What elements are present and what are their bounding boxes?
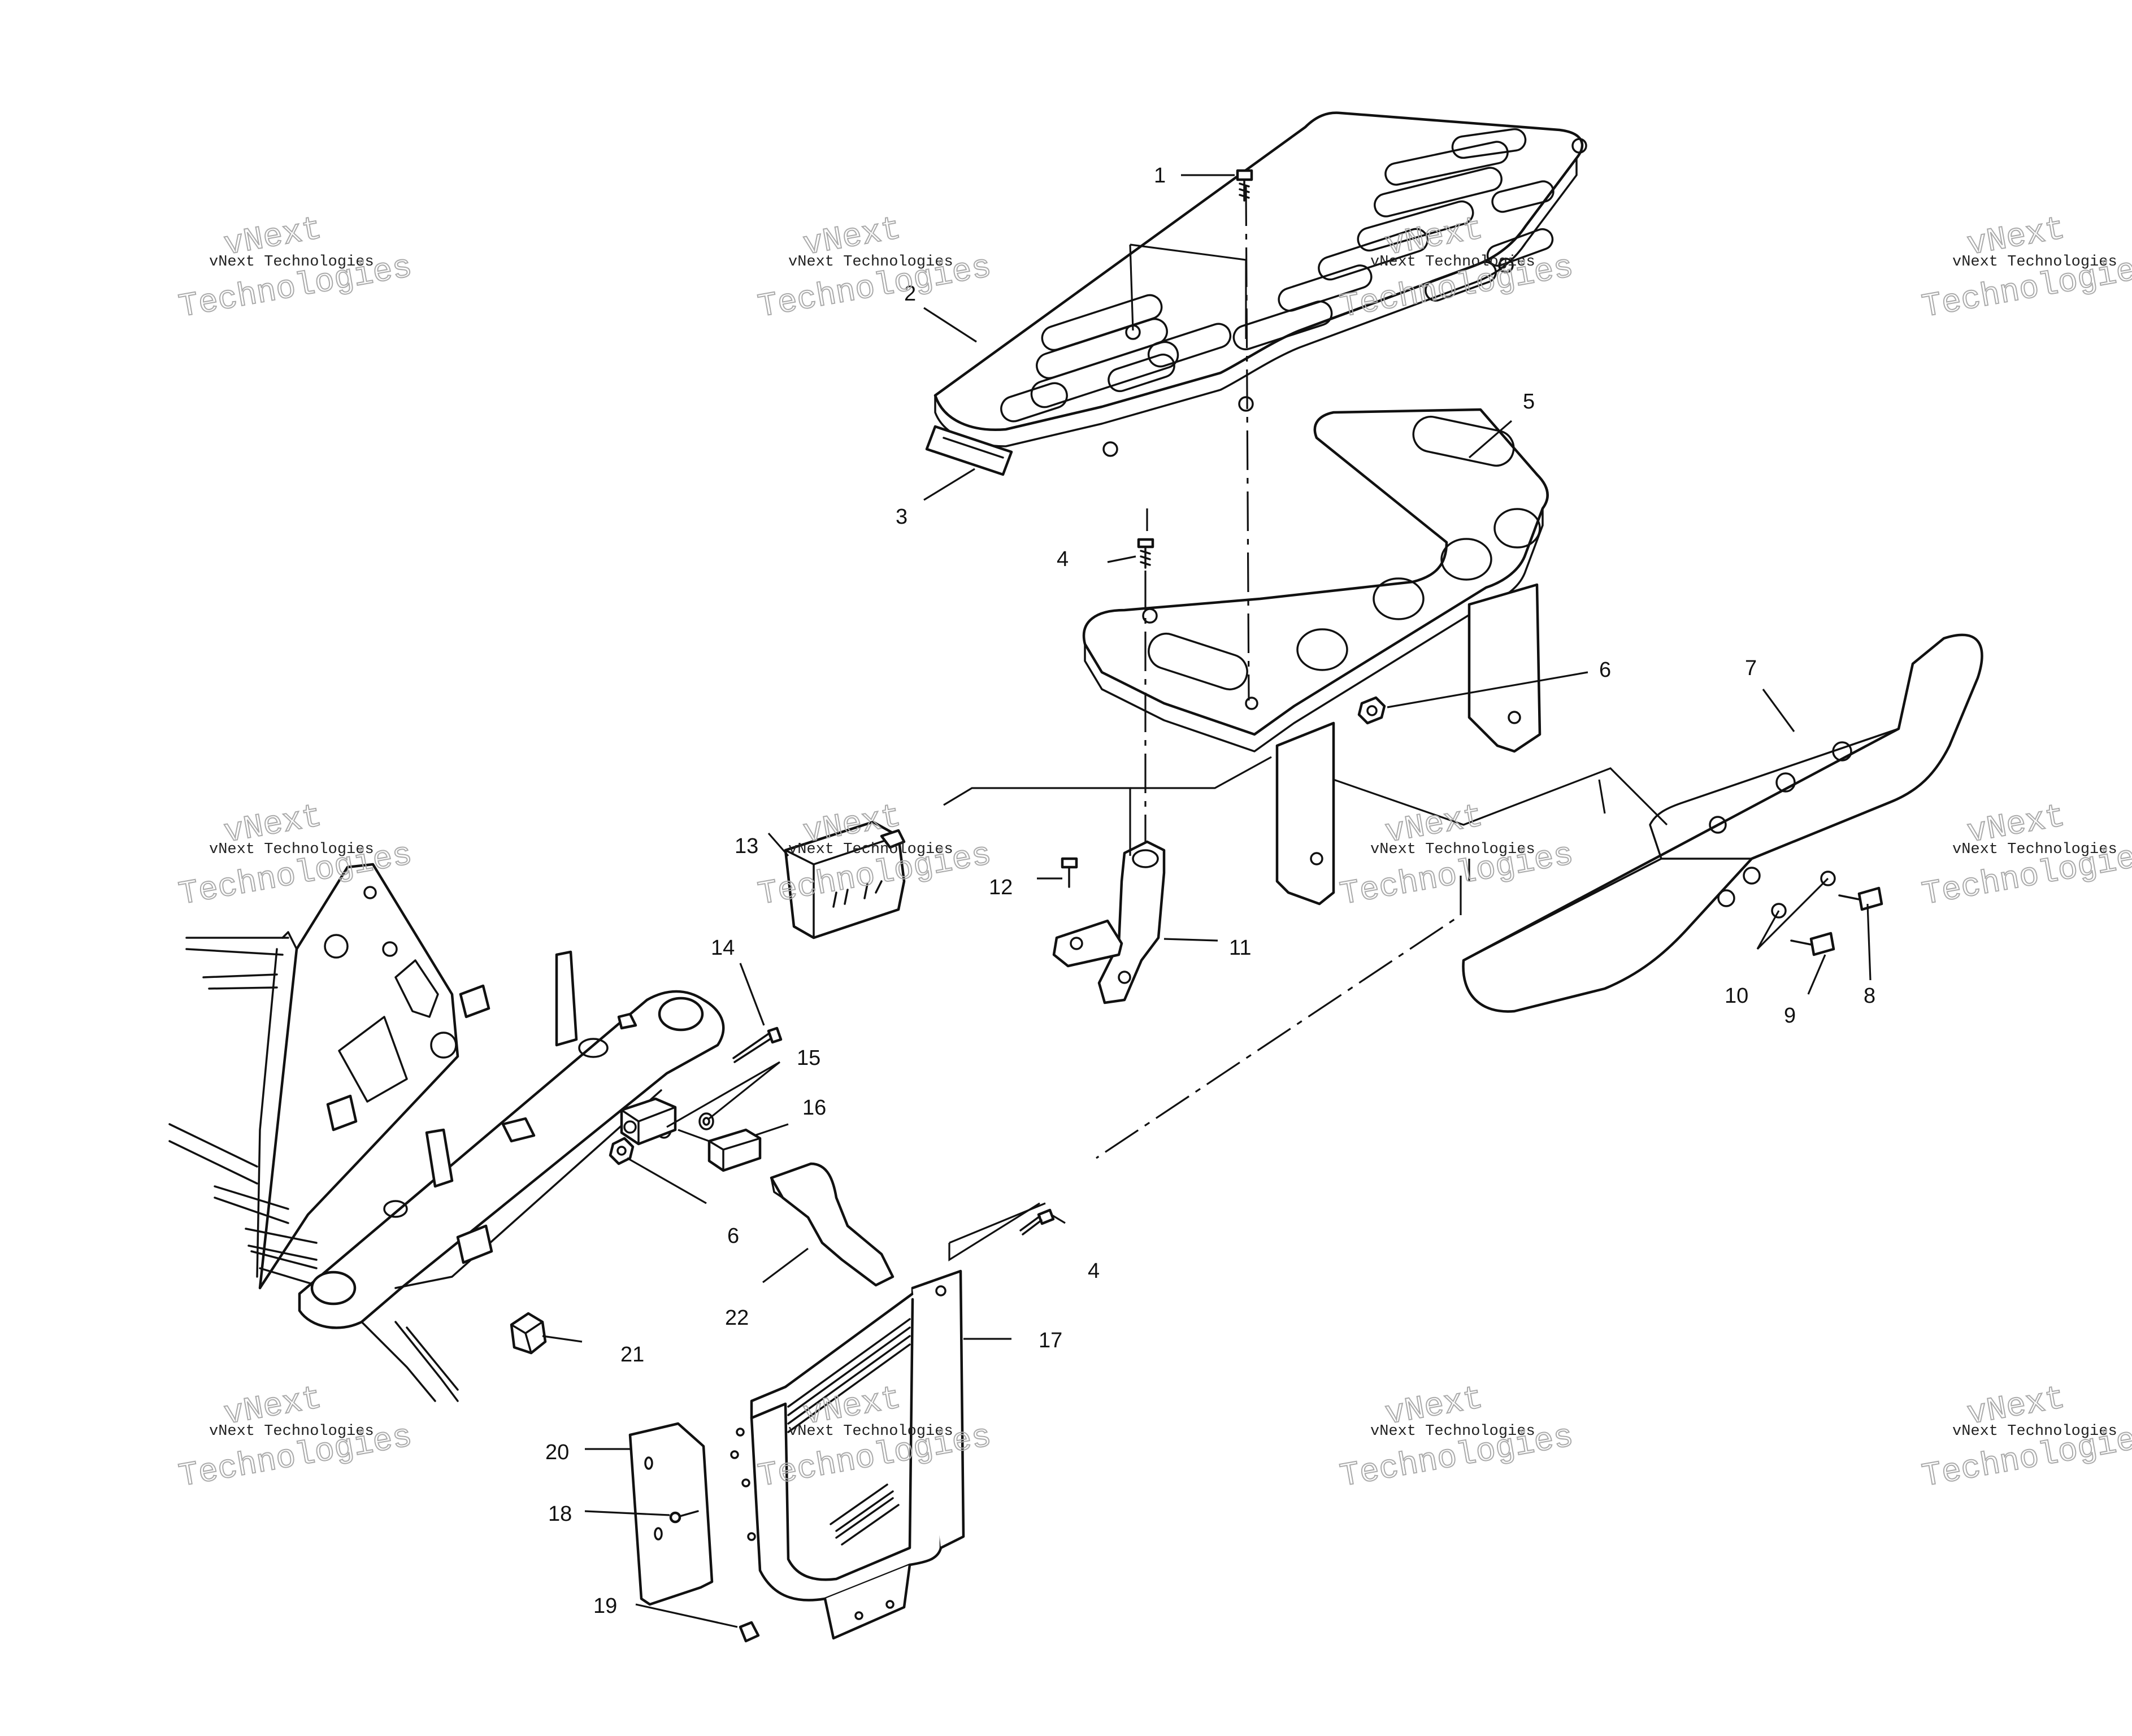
rear-bumper (1462, 633, 1983, 1013)
callout-5: 5 (1523, 390, 1535, 414)
callout-14: 14 (711, 936, 735, 960)
callout-leaders (542, 174, 1872, 1628)
svg-text:vNext Technologies: vNext Technologies (788, 841, 953, 858)
callout-4-bottom: 4 (1088, 1259, 1100, 1283)
flap-screw-4 (1019, 1208, 1055, 1235)
svg-text:vNext Technologies: vNext Technologies (788, 254, 953, 271)
frame-bumper-plug (510, 1312, 547, 1355)
vehicle-frame (168, 863, 725, 1402)
reflector (925, 425, 1013, 476)
watermark-9: vNext vNext Technologies Technologies (176, 1380, 416, 1496)
callout-20: 20 (545, 1441, 569, 1464)
rack-screw-1 (1236, 169, 1253, 202)
svg-text:vNext Technologies: vNext Technologies (788, 1423, 953, 1440)
callout-18: 18 (548, 1502, 572, 1526)
mud-flap (750, 1269, 965, 1640)
callout-6-left: 6 (727, 1224, 739, 1248)
hitch-tube (770, 1162, 895, 1287)
callout-3: 3 (896, 505, 907, 529)
callout-11: 11 (1229, 936, 1251, 960)
callout-1: 1 (1154, 164, 1166, 188)
svg-text:vNext Technologies: vNext Technologies (1952, 254, 2117, 271)
bumper-bolts (1771, 871, 1883, 956)
watermark-11: vNext vNext Technologies Technologies (1337, 1380, 1577, 1496)
svg-text:vNext Technologies: vNext Technologies (209, 841, 374, 858)
hitch-nut (609, 1137, 635, 1165)
callout-17: 17 (1039, 1329, 1062, 1352)
rack-nut (1357, 696, 1386, 725)
callout-6-right: 6 (1599, 658, 1611, 682)
svg-text:vNext Technologies: vNext Technologies (209, 254, 374, 271)
hitch-bracket (1052, 840, 1166, 1004)
bracket-bolt (1061, 857, 1078, 888)
svg-text:vNext Technologies: vNext Technologies (1370, 841, 1535, 858)
watermark-10: vNext vNext Technologies Technologies (755, 1380, 995, 1496)
callout-9: 9 (1784, 1004, 1796, 1028)
svg-text:vNext Technologies: vNext Technologies (1952, 841, 2117, 858)
callout-7: 7 (1745, 656, 1757, 680)
assembly-lines (678, 186, 1668, 1261)
watermark-7: vNext vNext Technologies Technologies (1337, 798, 1577, 914)
hitch-bolt (732, 1026, 783, 1063)
callout-15: 15 (797, 1046, 820, 1070)
svg-text:vNext Technologies: vNext Technologies (1370, 254, 1535, 271)
callout-12: 12 (989, 876, 1013, 899)
callout-labels: 1 2 3 4 4 5 6 6 7 8 9 10 11 12 13 14 15 … (545, 164, 1875, 1618)
watermark-12: vNext vNext Technologies Technologies (1919, 1380, 2132, 1496)
callout-2: 2 (904, 282, 916, 306)
callout-10: 10 (1725, 984, 1748, 1008)
flap-screw (669, 1510, 699, 1524)
callout-19: 19 (593, 1594, 617, 1618)
hitch-mount-block (620, 1097, 677, 1146)
rack-screw-4 (1137, 538, 1154, 569)
callout-4-top: 4 (1057, 547, 1069, 571)
svg-text:vNext Technologies: vNext Technologies (209, 1423, 374, 1440)
callout-21: 21 (620, 1343, 644, 1367)
svg-text:vNext Technologies: vNext Technologies (1952, 1423, 2117, 1440)
svg-text:vNext Technologies: vNext Technologies (1370, 1423, 1535, 1440)
watermark-4: vNext vNext Technologies Technologies (1919, 210, 2132, 327)
watermark-2: vNext vNext Technologies Technologies (755, 210, 995, 327)
callout-13: 13 (735, 834, 758, 858)
watermark-1: vNext vNext Technologies Technologies (176, 210, 416, 327)
callout-8: 8 (1864, 984, 1875, 1008)
rack-support-bracket (1082, 408, 1549, 906)
callout-22: 22 (725, 1306, 749, 1330)
flap-clip (739, 1621, 760, 1643)
tail-light (784, 820, 906, 939)
watermark-8: vNext vNext Technologies Technologies (1919, 798, 2132, 914)
callout-16: 16 (802, 1096, 826, 1120)
hitch-spacer (707, 1128, 762, 1172)
